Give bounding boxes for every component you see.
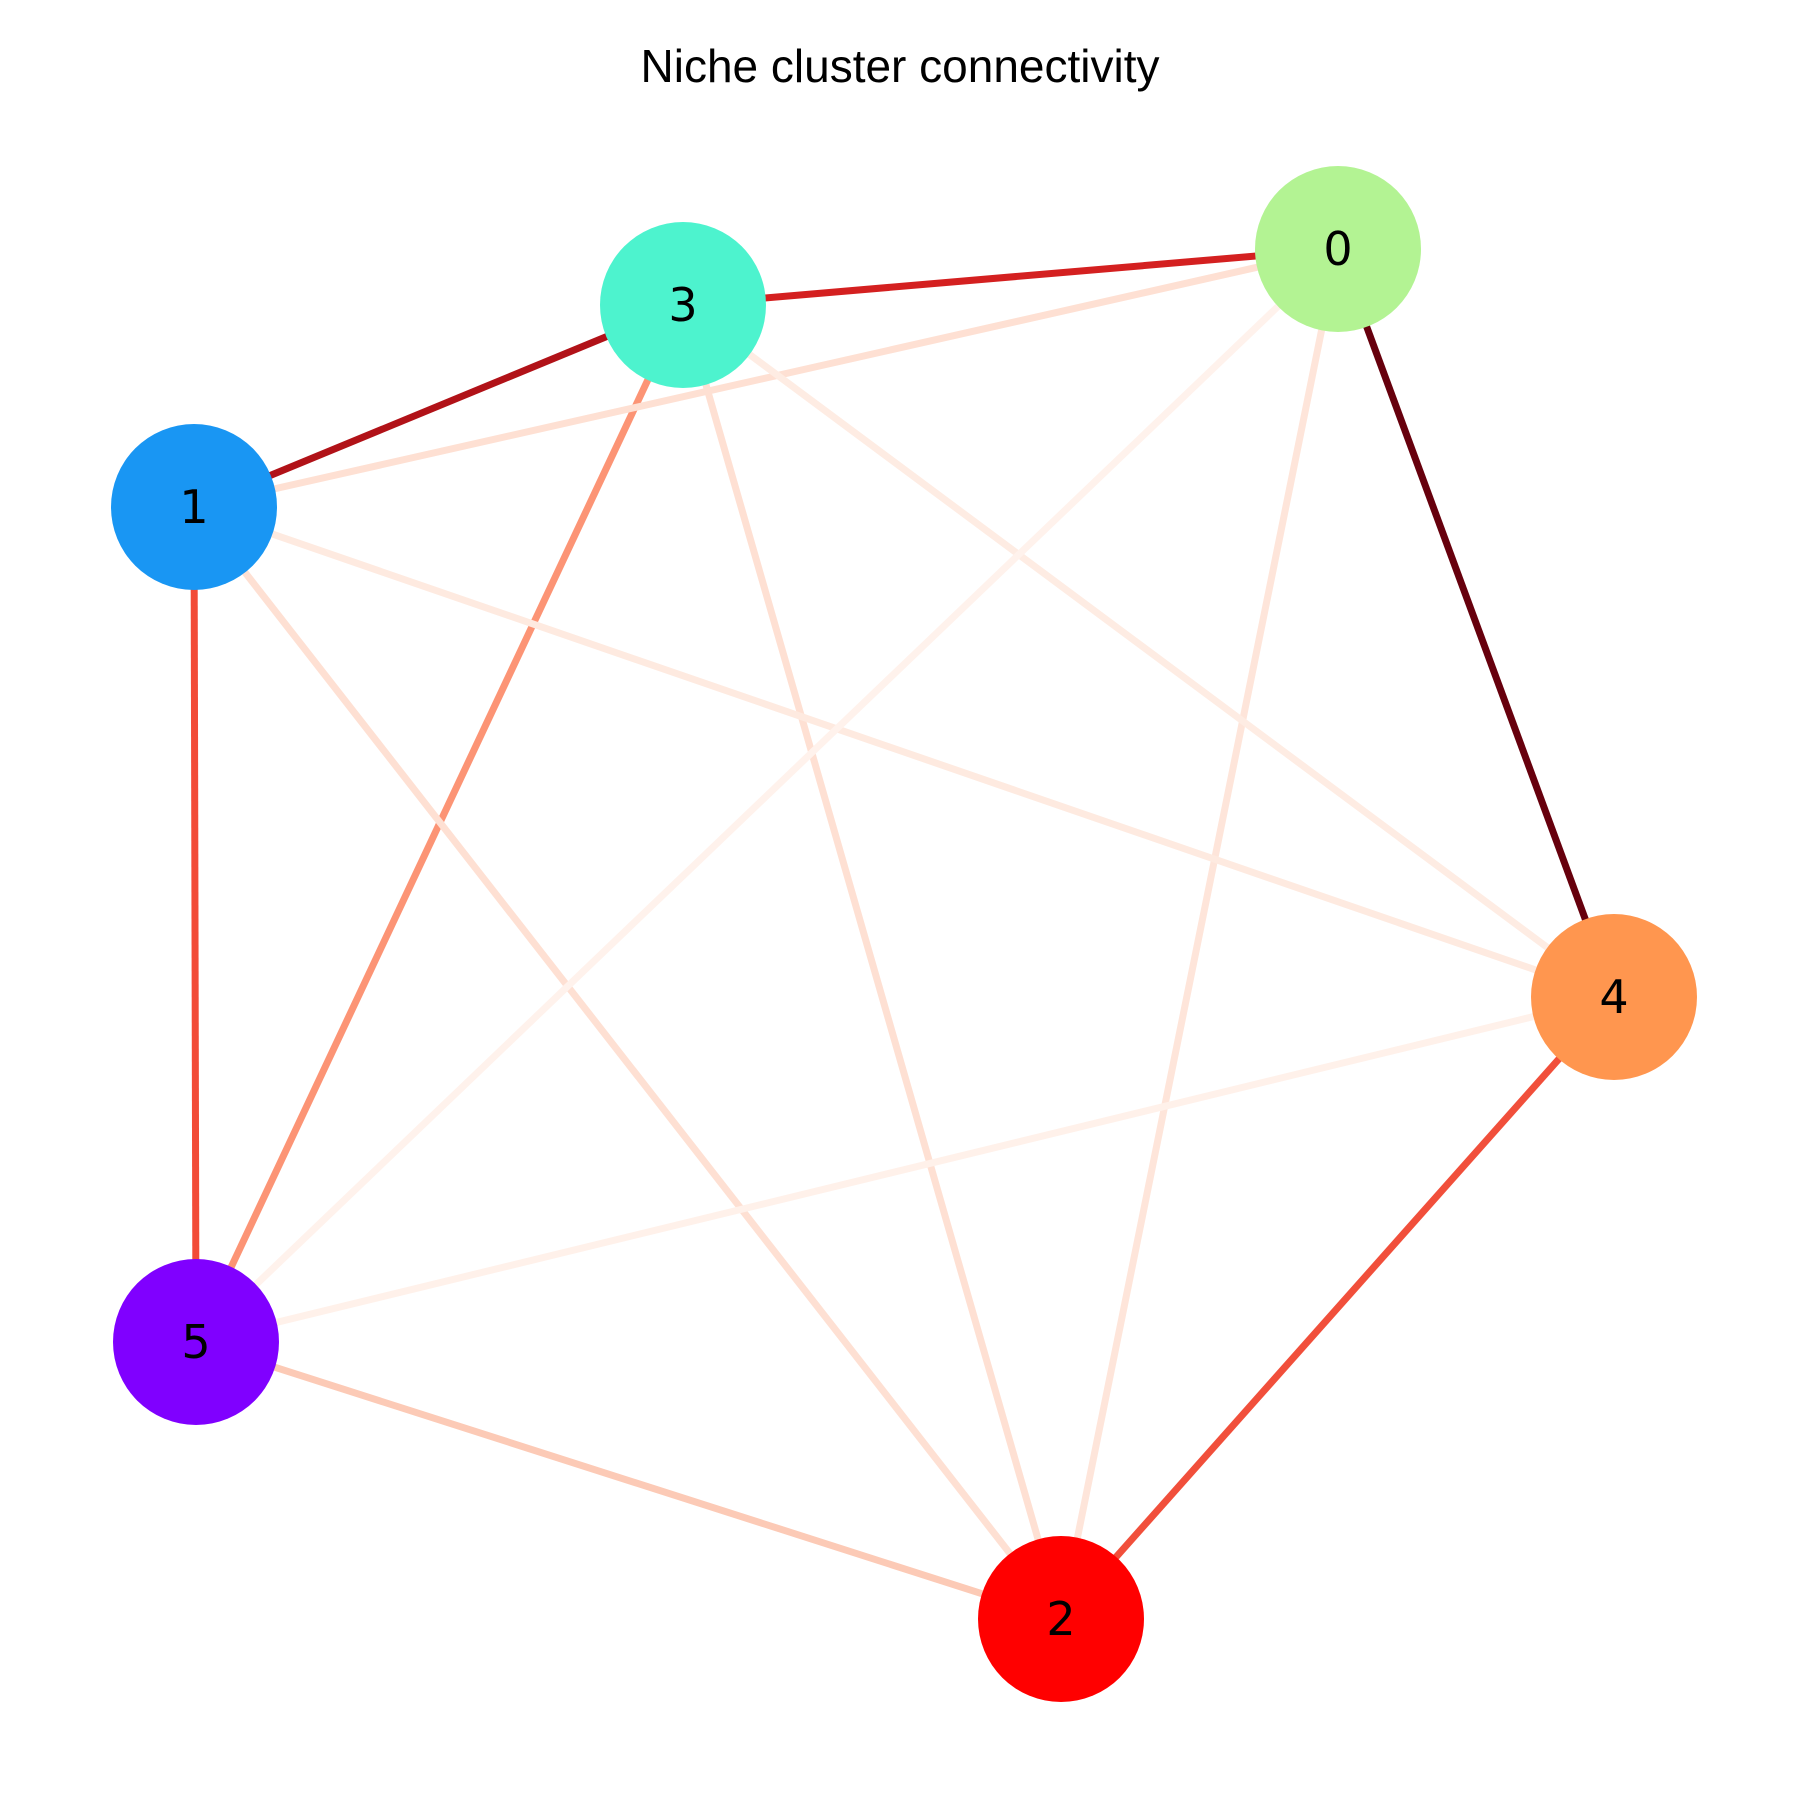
node-0: 0 xyxy=(1255,166,1421,332)
edge-0-5 xyxy=(193,246,1341,1345)
node-circle-3 xyxy=(600,222,766,388)
node-circle-5 xyxy=(113,1259,279,1425)
node-circle-2 xyxy=(978,1536,1144,1702)
node-label-3: 3 xyxy=(668,278,697,332)
node-circle-1 xyxy=(111,424,277,590)
edge-1-2 xyxy=(191,504,1064,1622)
node-2: 2 xyxy=(978,1536,1144,1702)
edge-1-5 xyxy=(190,506,200,1343)
node-label-4: 4 xyxy=(1599,970,1628,1024)
node-4: 4 xyxy=(1531,914,1697,1080)
node-circle-4 xyxy=(1531,914,1697,1080)
edge-1-3 xyxy=(192,301,685,511)
node-label-1: 1 xyxy=(179,480,208,534)
node-label-5: 5 xyxy=(181,1315,210,1369)
edge-0-4 xyxy=(1334,247,1618,999)
edge-2-4 xyxy=(1058,994,1617,1622)
node-1: 1 xyxy=(111,424,277,590)
edge-layer xyxy=(190,245,1618,1623)
edge-2-3 xyxy=(679,304,1065,1620)
node-layer: 0 1 2 3 4 5 xyxy=(111,166,1697,1702)
edge-1-4 xyxy=(192,503,1616,1001)
edge-0-3 xyxy=(682,245,1339,309)
edge-0-2 xyxy=(1057,248,1342,1620)
edge-3-4 xyxy=(680,302,1617,1000)
node-3: 3 xyxy=(600,222,766,388)
node-circle-0 xyxy=(1255,166,1421,332)
edge-0-1 xyxy=(193,245,1339,511)
edge-2-5 xyxy=(194,1338,1063,1623)
node-label-0: 0 xyxy=(1323,222,1352,276)
node-label-2: 2 xyxy=(1046,1592,1075,1646)
node-5: 5 xyxy=(113,1259,279,1425)
edge-4-5 xyxy=(195,993,1615,1346)
diagram-title: Niche cluster connectivity xyxy=(641,40,1160,92)
